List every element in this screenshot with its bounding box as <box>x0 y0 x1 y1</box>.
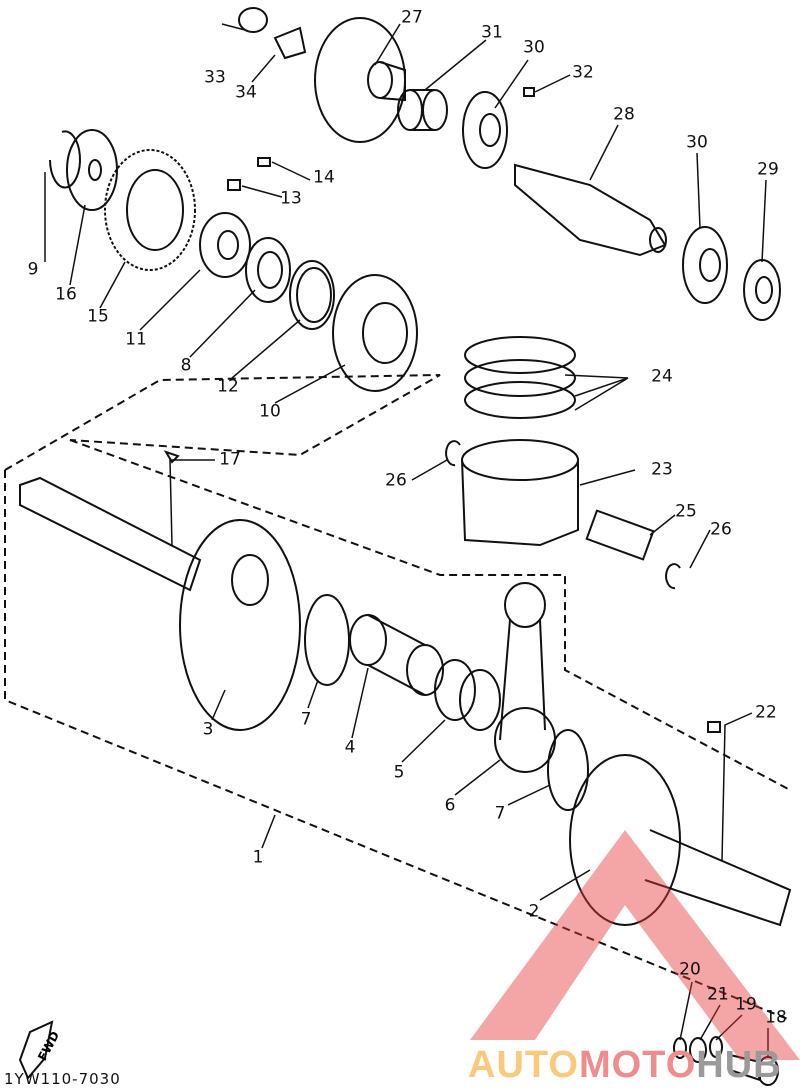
callout-32[interactable]: 32 <box>572 62 594 83</box>
callout-4[interactable]: 4 <box>344 737 356 758</box>
callout-34[interactable]: 34 <box>235 82 257 103</box>
shim-12 <box>289 260 335 330</box>
callout-11[interactable]: 11 <box>125 329 147 350</box>
crank-left-3 <box>19 476 301 731</box>
bearing-30 <box>462 91 508 169</box>
callout-15[interactable]: 15 <box>87 306 109 327</box>
callout-30[interactable]: 30 <box>523 37 545 58</box>
callout-10[interactable]: 10 <box>259 401 281 422</box>
primary-drive-gear <box>314 17 406 143</box>
callout-29[interactable]: 29 <box>757 159 779 180</box>
callout-24[interactable]: 24 <box>651 366 673 387</box>
buffer-boss-11 <box>199 212 251 278</box>
callout-26[interactable]: 26 <box>385 470 407 491</box>
assembly-outline-upper <box>4 374 441 471</box>
woodruff-key-32 <box>523 87 535 97</box>
callout-22[interactable]: 22 <box>755 702 777 723</box>
watermark-part-3: HUB <box>696 1044 782 1086</box>
callout-33[interactable]: 33 <box>204 67 226 88</box>
nut-33 <box>238 7 268 33</box>
callout-31[interactable]: 31 <box>481 22 503 43</box>
crank-right-2 <box>569 754 792 927</box>
callout-7[interactable]: 7 <box>300 709 312 730</box>
callout-1[interactable]: 1 <box>252 847 264 868</box>
callout-14[interactable]: 14 <box>313 167 335 188</box>
leader-lines <box>44 23 769 1058</box>
connecting-rod-6 <box>494 582 556 773</box>
callout-30b[interactable]: 30 <box>686 132 708 153</box>
piston-23 <box>461 439 579 547</box>
washer-7b <box>547 729 589 811</box>
circlip-26 <box>445 440 461 467</box>
plate-16 <box>66 129 118 211</box>
lock-washer-34 <box>273 26 307 60</box>
callout-3[interactable]: 3 <box>202 719 214 740</box>
callout-20[interactable]: 20 <box>679 959 701 980</box>
piston-rings-24 <box>464 336 576 419</box>
washer-8 <box>245 237 291 303</box>
callout-12[interactable]: 12 <box>217 376 239 397</box>
callout-17[interactable]: 17 <box>219 449 241 470</box>
callout-23[interactable]: 23 <box>651 459 673 480</box>
callout-16[interactable]: 16 <box>55 284 77 305</box>
needle-bearing-5 <box>434 659 501 731</box>
oil-seal-29 <box>743 259 781 321</box>
balancer-shaft-28 <box>514 163 667 257</box>
circlip-26b <box>665 563 681 590</box>
piston-pin-25 <box>585 509 655 561</box>
washer-7 <box>304 594 350 686</box>
bearing-10 <box>332 274 418 392</box>
callout-26b[interactable]: 26 <box>710 519 732 540</box>
callout-13[interactable]: 13 <box>280 188 302 209</box>
callout-5[interactable]: 5 <box>393 762 405 783</box>
callout-9[interactable]: 9 <box>27 259 39 280</box>
watermark-logo <box>470 830 800 1060</box>
watermark-part-2: MOTO <box>578 1044 697 1086</box>
callout-6[interactable]: 6 <box>444 795 456 816</box>
spring-13 <box>227 179 241 191</box>
callout-21[interactable]: 21 <box>707 984 729 1005</box>
circlip-9 <box>49 130 81 189</box>
diagram-code: 1YW110-7030 <box>4 1070 121 1088</box>
balancer-gear-15 <box>104 149 196 271</box>
callout-19[interactable]: 19 <box>735 994 757 1015</box>
watermark-part-1: AUTO <box>468 1044 579 1086</box>
callout-8[interactable]: 8 <box>180 355 192 376</box>
watermark-text: AUTOMOTOHUB <box>468 1046 782 1084</box>
pin-14 <box>257 157 271 167</box>
callout-2[interactable]: 2 <box>528 901 540 922</box>
callout-25[interactable]: 25 <box>675 501 697 522</box>
callout-7b[interactable]: 7 <box>494 803 506 824</box>
assembly-outline-crank <box>4 439 791 1021</box>
collar-31 <box>397 89 448 131</box>
key-17 <box>163 450 180 464</box>
callout-28[interactable]: 28 <box>613 104 635 125</box>
crank-pin-4 <box>349 614 444 696</box>
key-22 <box>707 721 721 733</box>
callout-27[interactable]: 27 <box>401 7 423 28</box>
callout-18[interactable]: 18 <box>765 1007 787 1028</box>
bearing-30b <box>682 226 728 304</box>
